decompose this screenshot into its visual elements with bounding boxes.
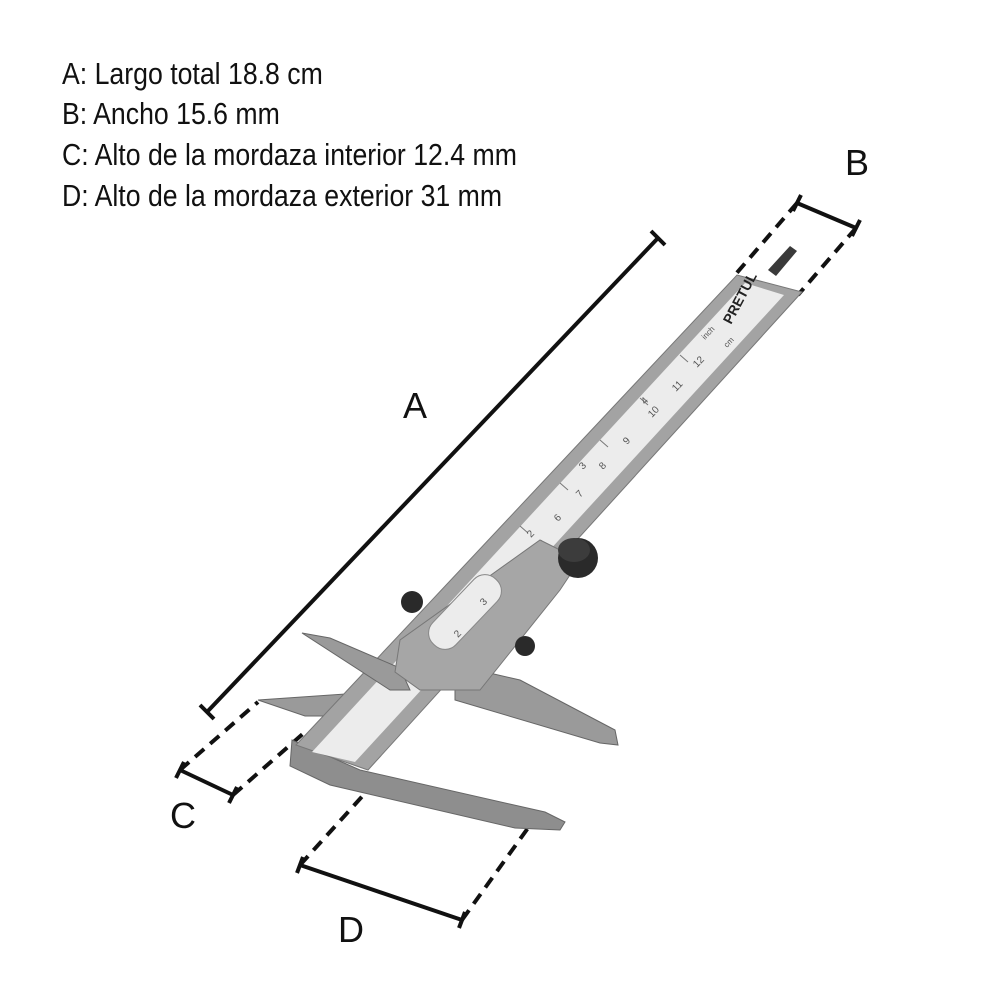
lock-screw-icon[interactable]: [515, 636, 535, 656]
caliper: 5 6 7 8 9 10 11 12 2 3 4 inch cm PRETUL …: [257, 246, 803, 831]
dimension-b: [733, 194, 862, 297]
dimension-a: [198, 229, 667, 721]
vernier-number: 2: [452, 628, 464, 640]
label-a: A: [403, 385, 427, 426]
scale-number: 6: [552, 512, 564, 524]
thumb-wheel-top: [558, 538, 590, 562]
spec-inner-jaw-height: C: Alto de la mordaza interior 12.4 mm: [62, 137, 517, 172]
scale-ticks: [519, 354, 689, 534]
scale-number: 7: [574, 488, 586, 500]
vernier-number: 3: [478, 596, 490, 608]
spec-width: B: Ancho 15.6 mm: [62, 96, 280, 131]
spec-outer-jaw-height: D: Alto de la mordaza exterior 31 mm: [62, 178, 503, 213]
label-d: D: [338, 909, 364, 950]
depth-rod: [768, 246, 797, 276]
fixed-outer-jaw: [289, 739, 566, 831]
label-b: B: [845, 142, 869, 183]
inch-number: 2: [525, 528, 537, 540]
vernier-window: [428, 574, 502, 650]
spec-length: A: Largo total 18.8 cm: [62, 56, 323, 91]
dimension-d: [295, 788, 530, 929]
scale-number: 9: [621, 435, 633, 447]
label-c: C: [170, 795, 196, 836]
lock-screw-icon[interactable]: [401, 591, 423, 613]
inch-number: 3: [577, 460, 589, 472]
scale-number: 8: [597, 460, 609, 472]
inch-number: 4: [639, 395, 651, 407]
sliding-outer-jaw: [454, 664, 619, 746]
dimension-c: [174, 700, 307, 804]
